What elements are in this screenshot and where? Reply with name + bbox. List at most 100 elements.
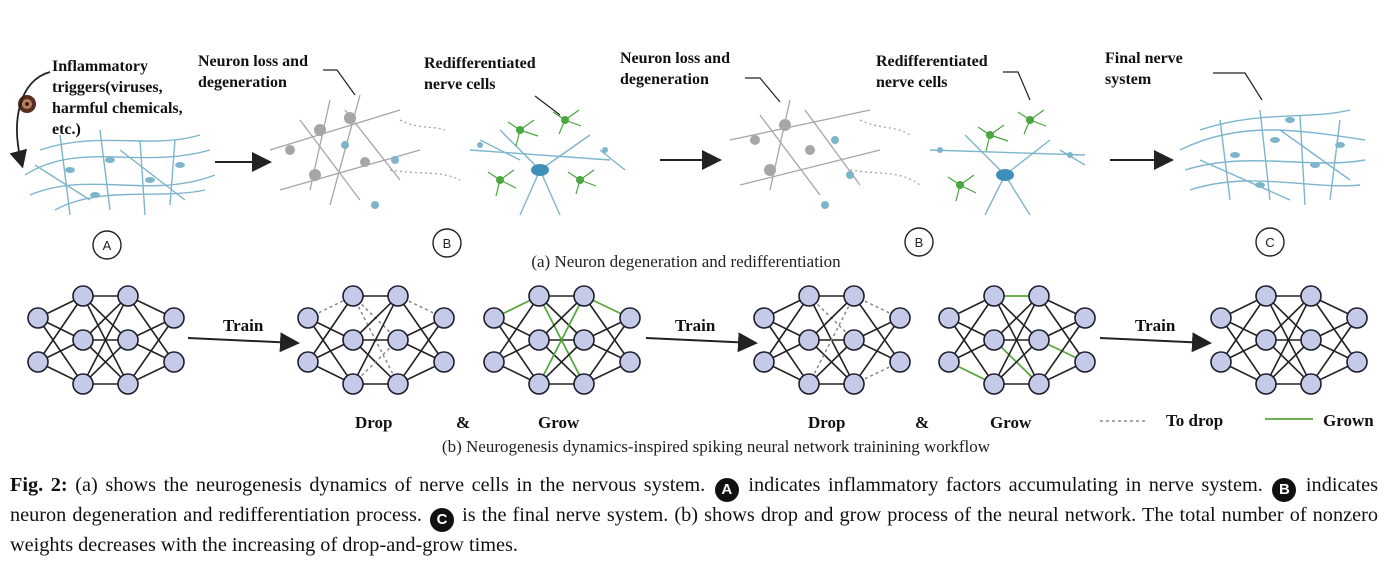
leader-final xyxy=(1213,72,1263,101)
network-node xyxy=(72,329,94,351)
network-node xyxy=(342,285,364,307)
final-nerve-network xyxy=(1179,109,1366,206)
final-cell-bodies xyxy=(1230,117,1345,188)
label-redif-1a: Redifferentiated xyxy=(424,55,536,72)
network-edge xyxy=(493,295,540,363)
network-node xyxy=(342,329,364,351)
snn-network-4 xyxy=(753,285,911,395)
network-node xyxy=(163,351,185,373)
network-node xyxy=(297,307,319,329)
network-node xyxy=(938,307,960,329)
edge-to-drop xyxy=(808,295,855,385)
caption-panel-b: (b) Neurogenesis dynamics-inspired spiki… xyxy=(442,437,991,456)
redif-cell-bodies-1 xyxy=(477,116,608,184)
redifferentiated-neurons-2 xyxy=(929,134,1086,216)
caption-part-4: is the final nerve system. (b) shows dro… xyxy=(10,504,1378,556)
badge-a-icon: A xyxy=(714,478,739,502)
green-neurons-1 xyxy=(487,109,597,197)
label-triggers-2: triggers(viruses, xyxy=(52,79,163,96)
grow-label-2: Grow xyxy=(990,413,1032,432)
redif-cell-bodies-2 xyxy=(937,116,1073,189)
caption-part-2: indicates inflammatory factors accumulat… xyxy=(748,474,1263,496)
network-node xyxy=(72,373,94,395)
network-node xyxy=(889,351,911,373)
network-node xyxy=(753,351,775,373)
train-step-1: Train xyxy=(187,316,300,353)
network-node xyxy=(798,329,820,351)
network-edge xyxy=(307,295,354,363)
redifferentiated-neurons-1 xyxy=(469,129,626,216)
panel-b: Train Train Train Drop & Grow Drop & Gro… xyxy=(27,285,1374,456)
leader-redif-1 xyxy=(534,95,561,116)
network-node xyxy=(1255,373,1277,395)
network-node xyxy=(1074,307,1096,329)
svg-text:B: B xyxy=(915,235,924,250)
legend: To drop Grown xyxy=(1100,411,1374,430)
network-node xyxy=(619,351,641,373)
network-node xyxy=(1210,307,1232,329)
snn-network-2 xyxy=(297,285,455,395)
label-final-a: Final nerve xyxy=(1105,50,1183,67)
svg-text:A: A xyxy=(103,238,112,253)
network-edge xyxy=(993,295,1040,385)
network-node xyxy=(27,307,49,329)
network-node xyxy=(117,285,139,307)
network-edge xyxy=(1310,317,1358,385)
network-node xyxy=(983,329,1005,351)
network-edge xyxy=(127,317,175,385)
network-node xyxy=(983,285,1005,307)
network-node xyxy=(1028,373,1050,395)
network-node xyxy=(297,351,319,373)
label-redif-1b: nerve cells xyxy=(424,76,496,93)
label-triggers-1: Inflammatory xyxy=(52,58,148,75)
network-edge xyxy=(1265,295,1312,385)
network-node xyxy=(163,307,185,329)
network-node xyxy=(483,351,505,373)
caption-part-3: indicates neuron degeneration and rediff… xyxy=(10,474,1379,526)
snn-networks xyxy=(27,285,1368,395)
network-node xyxy=(1074,351,1096,373)
svg-text:B: B xyxy=(443,236,452,251)
drop-label-2: Drop xyxy=(808,413,845,432)
network-node xyxy=(433,351,455,373)
badge-c-icon: C xyxy=(430,508,454,532)
label-redif-2a: Redifferentiated xyxy=(876,53,988,70)
svg-text:C: C xyxy=(1265,235,1274,250)
network-node xyxy=(387,373,409,395)
nerve-cluster-a xyxy=(24,129,216,216)
degenerating-neurons-1 xyxy=(269,94,461,206)
and-label-1: & xyxy=(456,413,470,432)
network-edge xyxy=(948,295,995,363)
network-node xyxy=(843,329,865,351)
label-loss-2b: degeneration xyxy=(620,71,709,88)
network-node xyxy=(433,307,455,329)
train-step-3: Train xyxy=(1099,316,1212,353)
network-node xyxy=(27,351,49,373)
network-edge xyxy=(37,295,84,363)
network-node xyxy=(483,307,505,329)
network-edge xyxy=(352,295,399,385)
figure-caption: Fig. 2: (a) shows the neurogenesis dynam… xyxy=(10,472,1378,558)
network-node xyxy=(342,373,364,395)
network-edge xyxy=(583,317,631,385)
train-label-3: Train xyxy=(1135,316,1176,335)
label-triggers-4: etc.) xyxy=(52,121,81,138)
badge-b-icon: B xyxy=(1272,478,1297,502)
network-node xyxy=(117,373,139,395)
nerve-cell-bodies-a xyxy=(65,157,185,198)
network-edge xyxy=(763,295,810,363)
network-node xyxy=(573,329,595,351)
green-neurons-2 xyxy=(947,109,1047,202)
network-node xyxy=(1346,307,1368,329)
edge-to-drop xyxy=(352,339,399,385)
train-label-2: Train xyxy=(675,316,716,335)
network-edge xyxy=(1038,317,1086,385)
legend-grown: Grown xyxy=(1323,411,1374,430)
network-node xyxy=(753,307,775,329)
network-node xyxy=(1028,285,1050,307)
caption-label: Fig. 2: xyxy=(10,474,68,496)
network-node xyxy=(1300,329,1322,351)
label-triggers-3: harmful chemicals, xyxy=(52,100,183,117)
network-node xyxy=(889,307,911,329)
edge-grown xyxy=(538,295,585,385)
